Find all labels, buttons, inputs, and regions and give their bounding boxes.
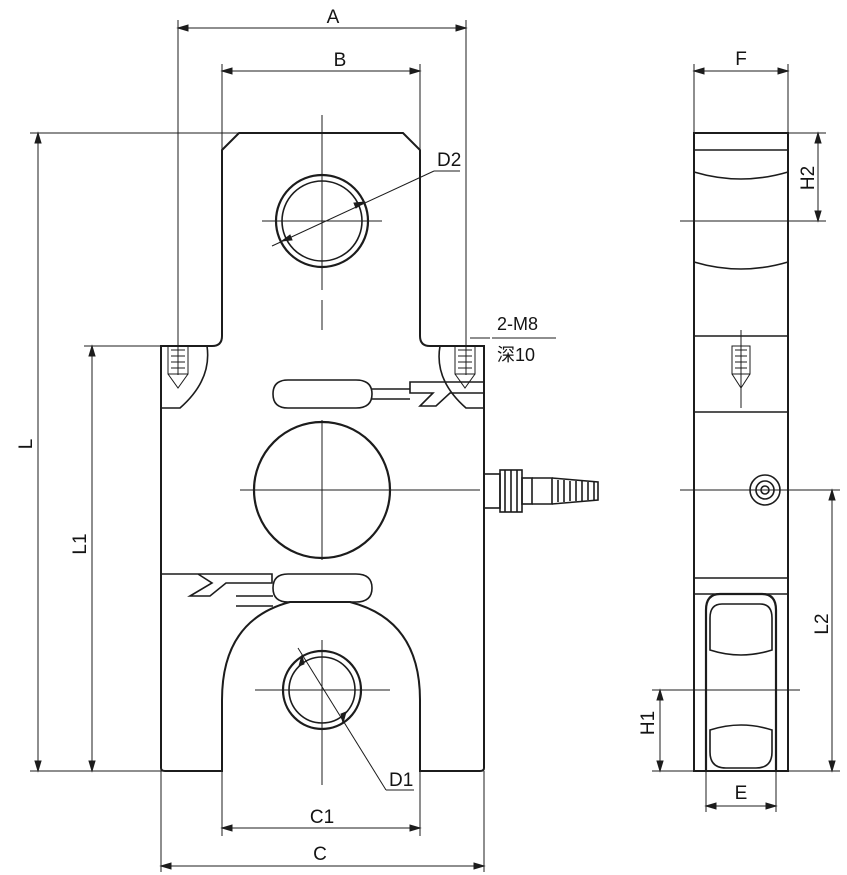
lower-slot-channel <box>236 595 273 607</box>
side-clevis-recess-upper <box>709 603 773 656</box>
dim-line-C <box>159 771 486 872</box>
side-view: F H2 L2 H1 <box>638 49 840 812</box>
dim-label-A: A <box>327 7 340 28</box>
dim-line-H2 <box>788 131 826 223</box>
dim-label-L1: L1 <box>70 533 91 554</box>
side-center-lines <box>680 220 800 691</box>
dim-line-H1 <box>652 688 694 773</box>
dim-label-H2: H2 <box>798 166 819 190</box>
front-center-lines <box>240 115 480 785</box>
right-threaded-pad <box>438 345 484 409</box>
dim-label-B: B <box>334 50 347 71</box>
lower-slot-pocket <box>272 573 373 603</box>
dim-label-D2: D2 <box>437 150 461 171</box>
thread-note-depth: 深10 <box>497 345 535 365</box>
dim-line-A <box>176 20 468 375</box>
dim-line-F <box>692 64 790 133</box>
dim-line-L1 <box>84 344 161 773</box>
dim-leader-D1 <box>297 647 414 791</box>
dim-label-E: E <box>735 783 748 804</box>
upper-z-slot <box>409 381 484 407</box>
upper-slot-channel <box>372 388 410 400</box>
dim-label-C1: C1 <box>310 807 334 828</box>
dim-label-C: C <box>313 844 327 865</box>
dim-leader-D2 <box>271 170 460 247</box>
front-view: A B D2 D1 2-M8 <box>16 7 599 872</box>
dim-label-L: L <box>16 439 37 450</box>
side-thread-hole <box>731 330 751 408</box>
dim-line-L <box>30 131 240 773</box>
left-threaded-pad <box>161 345 209 409</box>
dim-line-E <box>704 771 778 812</box>
dim-line-B <box>220 64 422 150</box>
side-clevis-recess-lower <box>709 724 773 769</box>
upper-slot-pocket <box>272 379 373 409</box>
dim-label-H1: H1 <box>638 711 659 735</box>
dim-line-C1 <box>220 771 422 836</box>
right-thread-hole <box>454 345 476 389</box>
side-clevis-slot <box>704 592 778 771</box>
dim-line-L2 <box>788 488 840 773</box>
thread-note-spec: 2-M8 <box>497 314 538 334</box>
dim-label-F: F <box>735 49 747 70</box>
side-view-body-outline <box>693 132 789 772</box>
dim-label-L2: L2 <box>812 613 833 634</box>
lower-z-slot <box>161 573 273 597</box>
dim-label-D1: D1 <box>389 770 413 791</box>
cable-connector <box>483 469 599 513</box>
